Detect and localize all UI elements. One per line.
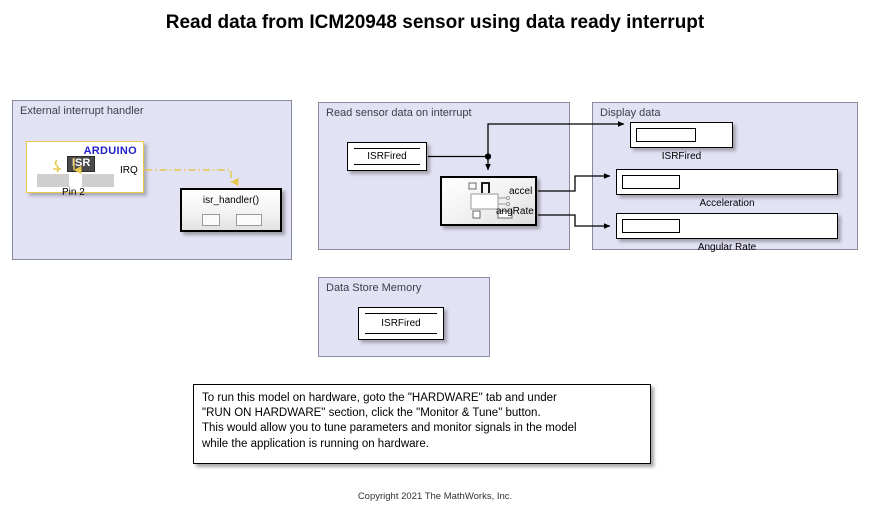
arduino-vendor-label: ARDUINO (83, 145, 137, 157)
note-line-3: This would allow you to tune parameters … (202, 422, 577, 435)
display-angular-rate-block[interactable] (616, 213, 838, 239)
sensor-output-port-angrate-label: angRate (496, 206, 534, 217)
hardware-instructions-note: To run this model on hardware, goto the … (193, 384, 651, 464)
display-acceleration-value (622, 175, 680, 189)
data-store-memory-top-bar (365, 313, 437, 314)
note-line-4: while the application is running on hard… (202, 437, 429, 450)
display-isrfired-block[interactable] (630, 122, 733, 148)
arduino-pin-label: Pin 2 (62, 187, 85, 198)
data-store-memory-isrfired-label: ISRFired (381, 318, 421, 329)
data-store-read-bottom-bar (354, 164, 420, 165)
copyright-text: Copyright 2021 The MathWorks, Inc. (357, 491, 513, 502)
isr-handler-subsystem-title: isr_handler() (202, 195, 260, 206)
note-line-1: To run this model on hardware, goto the … (202, 392, 557, 404)
icm20948-sensor-block[interactable] (440, 176, 537, 226)
display-acceleration-label: Acceleration (699, 198, 755, 209)
display-acceleration-block[interactable] (616, 169, 838, 195)
isr-handler-output-port-icon (236, 214, 262, 226)
arduino-irq-port-label: IRQ (120, 165, 138, 176)
display-angular-rate-label: Angular Rate (697, 242, 757, 253)
display-isrfired-value (636, 128, 696, 142)
sensor-output-port-accel-label: accel (509, 186, 533, 197)
area-external-interrupt-handler-label: External interrupt handler (20, 105, 144, 117)
data-store-memory-bottom-bar (365, 333, 437, 334)
sensor-block-icon (468, 182, 513, 219)
area-data-store-memory-label: Data Store Memory (326, 282, 422, 294)
data-store-read-isrfired-label: ISRFired (367, 151, 407, 162)
area-display-data-label: Display data (600, 107, 661, 119)
area-read-sensor-label: Read sensor data on interrupt (326, 107, 472, 119)
page-title: Read data from ICM20948 sensor using dat… (165, 12, 705, 33)
display-angular-rate-value (622, 219, 680, 233)
data-store-read-isrfired-block[interactable]: ISRFired (347, 142, 427, 171)
isr-handler-subsystem-block[interactable]: isr_handler() (180, 188, 282, 232)
data-store-read-top-bar (354, 148, 420, 149)
arduino-left-pad (37, 174, 69, 187)
isr-handler-input-port-icon (202, 214, 220, 226)
display-isrfired-label: ISRFired (661, 151, 702, 162)
arduino-right-pad (82, 174, 114, 187)
isr-tag-icon: ISR (67, 156, 96, 172)
data-store-memory-isrfired-block[interactable]: ISRFired (358, 307, 444, 340)
note-line-2: "RUN ON HARDWARE" section, click the "Mo… (202, 407, 541, 420)
